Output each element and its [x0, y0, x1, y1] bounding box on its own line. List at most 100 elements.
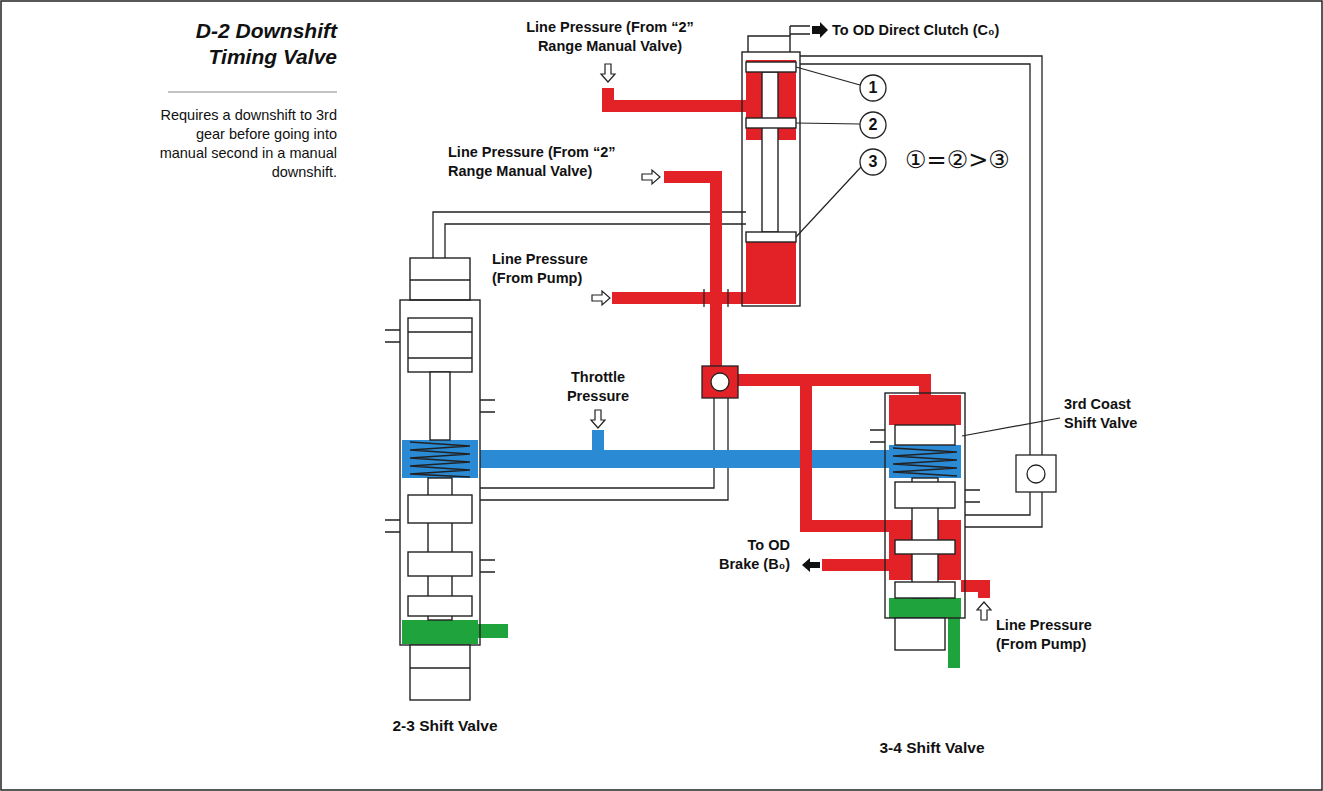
- shift-valve-2-3: [408, 331, 472, 332]
- callout-circle: [860, 112, 886, 138]
- shift-valve-3-4: [895, 482, 955, 508]
- fluid-channel: [800, 64, 1030, 455]
- valve-name: 2-3 Shift Valve: [345, 716, 545, 736]
- fluid-channel: [445, 224, 746, 258]
- line-pressure-fluid: [746, 232, 796, 304]
- shift-valve-3-4: [885, 393, 965, 618]
- callout-leader: [962, 418, 1060, 436]
- shift-valve-2-3: [385, 330, 495, 572]
- shift-valve-3-4: [895, 540, 955, 554]
- line-pressure-fluid: [602, 60, 990, 598]
- title-rule: [168, 92, 337, 93]
- diagram-caption: Requires a downshift to 3rd gear before …: [150, 106, 337, 181]
- shift-valve-2-3: [408, 552, 472, 576]
- diagram-title: D-2 Downshift Timing Valve: [147, 18, 337, 71]
- line-pressure-fluid: [800, 386, 889, 532]
- outlet-arrow: [802, 22, 828, 572]
- timing-valve: [762, 72, 778, 232]
- throttle-pressure-fluid: [402, 440, 478, 478]
- pressure-relation: ①=②>③: [905, 145, 1009, 176]
- timing-valve: [742, 52, 800, 306]
- callout-leader: [796, 123, 860, 124]
- shift-valve-3-4: [893, 448, 957, 476]
- fluid-channel: [433, 212, 746, 258]
- timing-valve: [746, 62, 796, 72]
- fluid-channel: [480, 398, 714, 488]
- governor-pressure-fluid: [948, 618, 960, 668]
- line-pressure-fluid: [889, 395, 961, 425]
- outlet-label: To OD Brake (B₀): [704, 536, 790, 574]
- callout-leader: [796, 167, 861, 237]
- outlet-label: To OD Direct Clutch (C₀): [832, 21, 1062, 40]
- fluid-channel: [965, 492, 1042, 527]
- shift-valve-2-3: [408, 357, 472, 358]
- pressure-source-label: Line Pressure (From Pump): [492, 250, 604, 288]
- callout-circle: [860, 75, 886, 101]
- callout-number: 1: [860, 75, 886, 101]
- shift-valve-2-3: [408, 596, 472, 616]
- callout-leader: [796, 67, 860, 85]
- governor-pressure-fluid: [889, 598, 961, 618]
- throttle-pressure-fluid: [402, 430, 961, 478]
- callout-number: 3: [860, 149, 886, 175]
- shift-valve-2-3: [410, 279, 470, 280]
- shift-valve-2-3: [410, 258, 470, 300]
- timing-valve: [748, 36, 790, 52]
- pressure-source-label: Line Pressure (From “2” Range Manual Val…: [448, 143, 640, 181]
- check-ball: [1027, 465, 1045, 483]
- timing-valve: [746, 232, 796, 242]
- inlet-arrow: [592, 291, 610, 305]
- check-ball: [1016, 455, 1056, 492]
- valve-name: 3rd Coast Shift Valve: [1064, 395, 1156, 433]
- fluid-channel: [480, 398, 728, 500]
- outlet-arrow: [802, 558, 820, 572]
- pressure-source-label: Line Pressure (From Pump): [996, 616, 1108, 654]
- shift-valve-2-3: [400, 300, 480, 645]
- crossover-mark: [727, 289, 728, 307]
- pressure-source-label: Throttle Pressure: [558, 368, 638, 406]
- callout-circle: [860, 149, 886, 175]
- line-pressure-fluid: [738, 374, 931, 395]
- title-rule: [168, 91, 337, 92]
- valve-name: 3-4 Shift Valve: [832, 738, 1032, 758]
- line-pressure-fluid: [612, 292, 746, 304]
- fluid-channel: [800, 56, 1042, 455]
- shift-valve-3-4: [895, 425, 955, 445]
- shift-valve-2-3: [410, 667, 470, 668]
- line-pressure-fluid: [822, 559, 889, 571]
- shift-valve-3-4: [870, 430, 980, 502]
- governor-pressure-fluid: [402, 620, 478, 644]
- shift-valve-3-4: [870, 393, 980, 650]
- inlet-arrow: [601, 64, 615, 82]
- crossover-mark: [704, 289, 728, 307]
- callout-number: 2: [860, 112, 886, 138]
- timing-valve: [790, 26, 810, 36]
- crossover-mark: [703, 289, 704, 307]
- timing-valve: [746, 118, 796, 128]
- shift-valve-3-4: [895, 582, 955, 598]
- shift-valve-2-3: [408, 495, 472, 523]
- inlet-arrow: [642, 170, 660, 184]
- outlet-arrow: [812, 22, 828, 38]
- shift-valve-2-3: [410, 442, 470, 477]
- throttle-pressure-fluid: [889, 445, 961, 478]
- governor-pressure-fluid: [402, 598, 961, 668]
- shift-valve-3-4: [895, 618, 945, 650]
- shift-valve-2-3: [430, 372, 450, 440]
- fluid-channel: [965, 492, 1030, 515]
- throttle-pressure-fluid: [480, 450, 889, 468]
- line-pressure-fluid: [664, 171, 722, 366]
- inlet-arrow: [977, 602, 991, 620]
- check-ball: [711, 373, 729, 391]
- callout-leader: [796, 67, 1060, 436]
- governor-pressure-fluid: [478, 624, 508, 638]
- shift-valve-2-3: [410, 645, 470, 700]
- line-pressure-fluid: [602, 88, 746, 112]
- pressure-source-label: Line Pressure (From “2” Range Manual Val…: [520, 18, 700, 56]
- check-ball: [702, 366, 738, 398]
- shift-valve-2-3: [408, 318, 472, 372]
- fluid-channel: [433, 56, 1042, 527]
